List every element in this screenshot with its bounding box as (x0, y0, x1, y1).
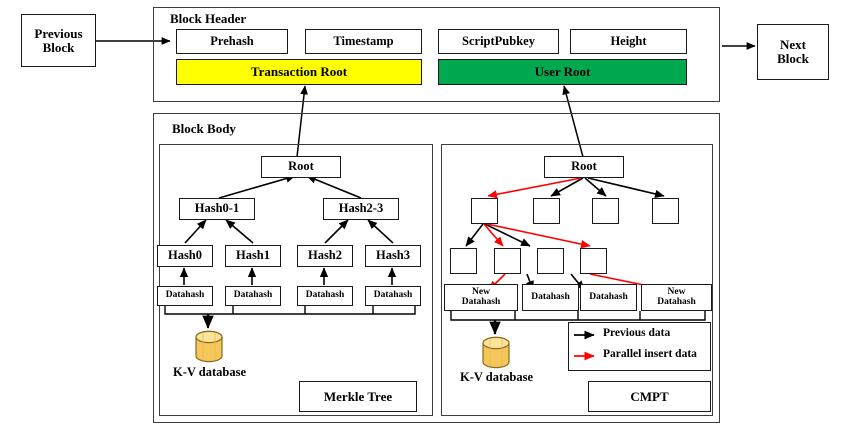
merkle-datahash-node-0[interactable]: Datahash (157, 286, 213, 306)
cmpt-panel (441, 144, 713, 416)
merkle-tree-caption: Merkle Tree (299, 381, 417, 412)
cmpt-datahash-node-3-line2: Datahash (657, 296, 696, 307)
header-field-height[interactable]: Height (570, 29, 687, 54)
next-block-line1: Next (779, 37, 806, 53)
cmpt-level1-node-1[interactable] (533, 198, 560, 224)
legend-arrow-icons (574, 330, 595, 361)
legend-item-parallel-insert-label: Parallel insert data (603, 348, 697, 360)
cmpt-root-node[interactable]: Root (544, 156, 624, 178)
cmpt-datahash-node-1-line1: Datahash (531, 291, 570, 302)
previous-block-box[interactable]: Previous Block (21, 14, 96, 67)
user-root-label: User Root (534, 64, 591, 80)
merkle-database-icon (195, 330, 223, 363)
merkle-hash23-label: Hash2-3 (338, 201, 384, 216)
merkle-hash3-node[interactable]: Hash3 (365, 245, 421, 267)
merkle-hash2-label: Hash2 (307, 248, 343, 263)
header-field-scriptpubkey-label: ScriptPubkey (462, 33, 535, 48)
merkle-root-label: Root (288, 159, 314, 174)
cmpt-database-label: K-V database (459, 370, 534, 384)
merkle-datahash-label-0: Datahash (165, 290, 205, 301)
merkle-hash23-node[interactable]: Hash2-3 (323, 198, 399, 220)
cmpt-level2-node-2[interactable] (537, 248, 564, 274)
cmpt-legend-box (568, 322, 711, 371)
merkle-hash0-node[interactable]: Hash0 (157, 245, 213, 267)
block-body-label: Block Body (172, 121, 236, 136)
cmpt-level2-node-3[interactable] (580, 248, 607, 274)
merkle-root-node[interactable]: Root (261, 156, 341, 178)
merkle-datahash-node-2[interactable]: Datahash (297, 286, 353, 306)
cmpt-datahash-node-0-line2: Datahash (461, 296, 501, 307)
cmpt-caption: CMPT (588, 381, 711, 412)
cmpt-level1-node-0[interactable] (471, 198, 498, 224)
legend-item-previous-data-label: Previous data (603, 327, 671, 339)
merkle-hash3-label: Hash3 (375, 248, 411, 263)
merkle-datahash-node-3[interactable]: Datahash (365, 286, 421, 306)
merkle-hash01-node[interactable]: Hash0-1 (179, 198, 255, 220)
header-field-prehash-label: Prehash (210, 33, 254, 48)
transaction-root-label: Transaction Root (250, 64, 348, 80)
cmpt-level2-node-1[interactable] (494, 248, 521, 274)
block-header-label: Block Header (170, 11, 247, 26)
cmpt-level1-node-3[interactable] (652, 198, 679, 224)
merkle-database-label: K-V database (172, 365, 247, 379)
cmpt-root-label: Root (571, 159, 597, 174)
merkle-tree-panel (159, 144, 433, 416)
transaction-root-bar[interactable]: Transaction Root (176, 59, 422, 85)
legend-item-previous-data: Previous data (600, 327, 670, 339)
merkle-hash1-node[interactable]: Hash1 (225, 245, 281, 267)
header-field-height-label: Height (610, 33, 647, 48)
cmpt-datahash-node-0[interactable]: New Datahash (444, 284, 518, 311)
block-body-frame (153, 113, 720, 423)
next-block-line2: Block (777, 51, 809, 66)
header-field-timestamp[interactable]: Timestamp (305, 29, 422, 54)
legend-item-parallel-insert: Parallel insert data (600, 348, 697, 360)
user-root-bar[interactable]: User Root (438, 59, 687, 85)
merkle-hash2-node[interactable]: Hash2 (297, 245, 353, 267)
merkle-tree-caption-label: Merkle Tree (323, 388, 393, 404)
merkle-hash0-label: Hash0 (167, 248, 203, 263)
cmpt-database-icon (482, 336, 510, 369)
merkle-hash1-label: Hash1 (235, 248, 271, 263)
previous-block-line2: Block (42, 39, 75, 55)
cmpt-level1-node-2[interactable] (592, 198, 619, 224)
cmpt-datahash-node-2[interactable]: Datahash (580, 284, 637, 311)
cmpt-level2-node-0[interactable] (450, 248, 477, 274)
merkle-datahash-label-3: Datahash (373, 290, 413, 301)
merkle-hash01-label: Hash0-1 (194, 201, 240, 216)
cmpt-datahash-node-1[interactable]: Datahash (522, 284, 579, 311)
header-field-timestamp-label: Timestamp (333, 33, 394, 48)
cmpt-datahash-node-0-line1: New (472, 286, 490, 297)
cmpt-datahash-node-2-line1: Datahash (589, 291, 628, 302)
cmpt-datahash-node-3-line1: New (667, 286, 686, 297)
header-field-prehash[interactable]: Prehash (176, 29, 288, 54)
next-block-box[interactable]: Next Block (757, 24, 829, 80)
previous-block-line1: Previous (34, 25, 83, 41)
cmpt-datahash-node-3[interactable]: New Datahash (641, 284, 712, 311)
header-field-scriptpubkey[interactable]: ScriptPubkey (438, 29, 559, 54)
merkle-datahash-label-2: Datahash (305, 290, 345, 301)
merkle-datahash-label-1: Datahash (233, 290, 273, 301)
block-header-frame (153, 7, 720, 102)
cmpt-caption-label: CMPT (630, 388, 669, 404)
merkle-datahash-node-1[interactable]: Datahash (225, 286, 281, 306)
